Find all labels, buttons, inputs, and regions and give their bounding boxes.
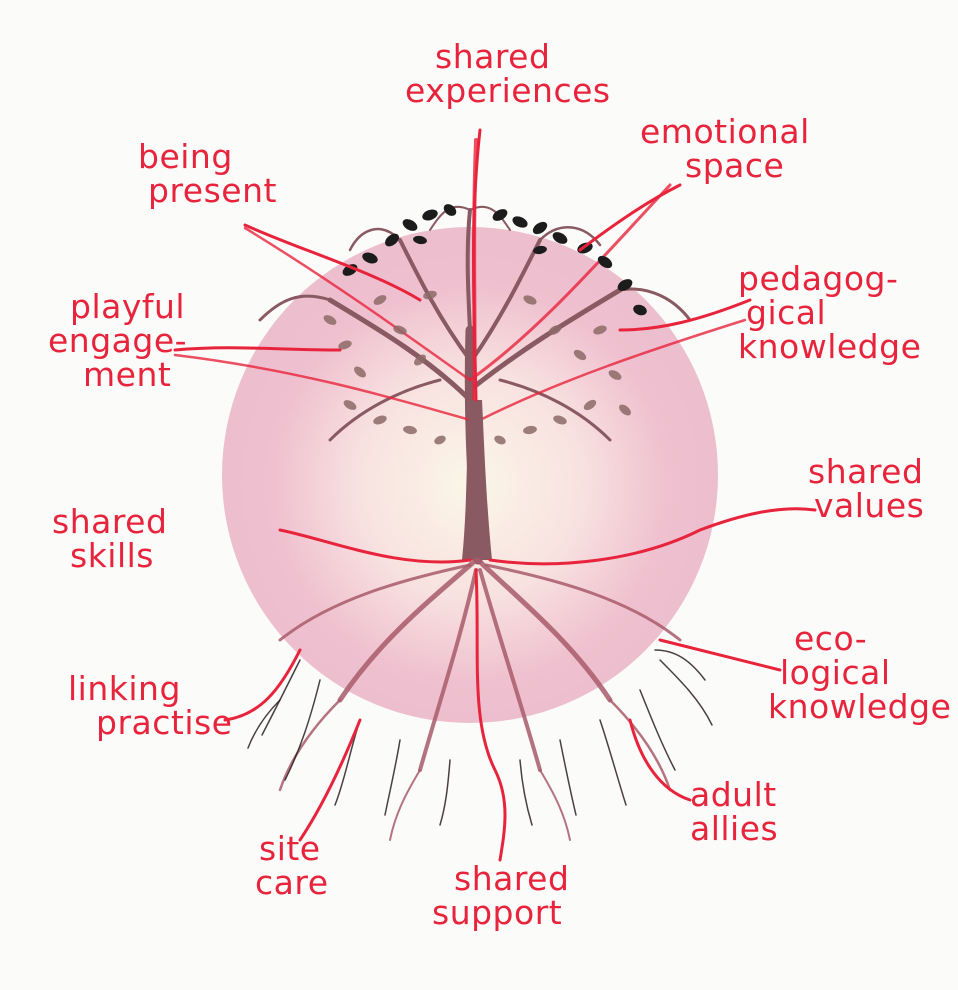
label-playful-engagement: playful engage- ment [48, 290, 187, 392]
label-linking-practise: linking practise [62, 672, 232, 740]
label-shared-experiences: shared experiences [405, 40, 611, 108]
label-being-present: being present [138, 140, 277, 208]
label-shared-skills: shared skills [52, 505, 167, 573]
label-emotional-space: emotional space [640, 115, 810, 183]
label-site-care: site care [255, 832, 329, 900]
label-shared-support: shared support [432, 862, 569, 930]
label-ecological-knowledge: eco- logical knowledge [768, 622, 951, 724]
label-shared-values: shared values [808, 455, 924, 523]
label-adult-allies: adult allies [690, 778, 778, 846]
label-pedagogical-knowledge: pedagog- gical knowledge [738, 262, 921, 364]
